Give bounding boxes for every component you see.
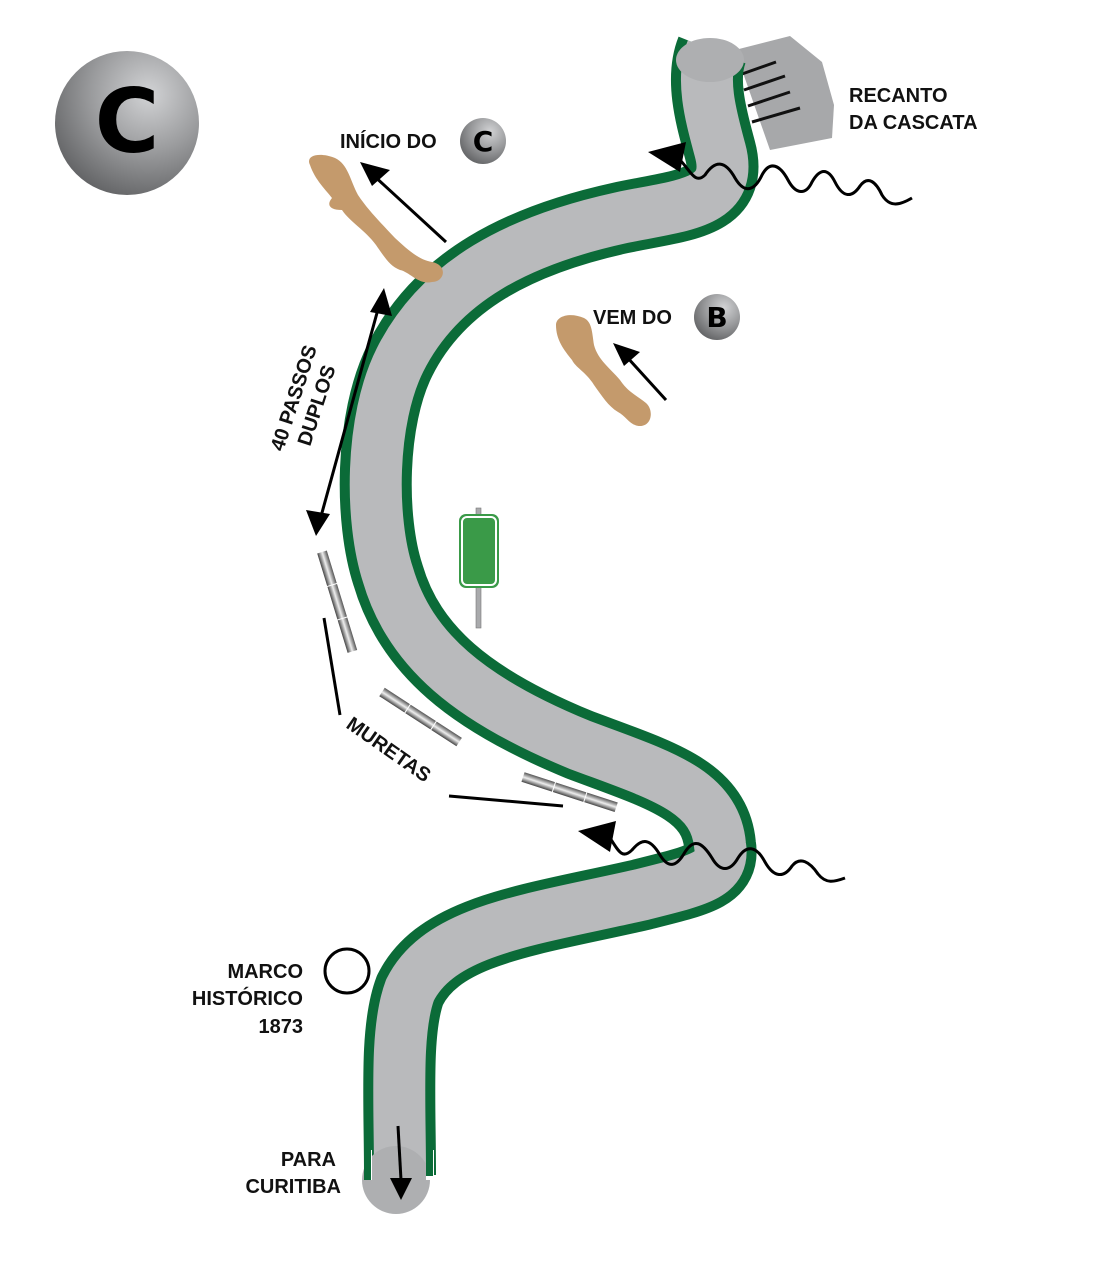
inicio-arrow-icon bbox=[360, 162, 448, 244]
mureta-segment-icon bbox=[317, 550, 337, 586]
mureta-segment-icon bbox=[584, 792, 618, 813]
inicio-badge: C bbox=[460, 118, 506, 164]
para-curitiba-line2: CURITIBA bbox=[245, 1176, 341, 1198]
mureta-segment-icon bbox=[337, 617, 358, 653]
distance-double-arrow-icon bbox=[306, 288, 392, 536]
marco-label-line1: MARCO bbox=[227, 961, 303, 983]
marco-label-line2: HISTÓRICO bbox=[192, 986, 303, 1010]
vem-do-label: VEM DO bbox=[593, 307, 672, 329]
mureta-segment-icon bbox=[327, 584, 347, 620]
inicio-label: INÍCIO DO bbox=[340, 130, 437, 153]
sphere-badge-icon bbox=[460, 118, 506, 164]
mureta-segment-icon bbox=[521, 772, 555, 792]
marco-label-line3: 1873 bbox=[259, 1016, 304, 1038]
mureta-group-1 bbox=[317, 550, 358, 653]
mureta-segment-icon bbox=[552, 782, 587, 802]
vem-do-arrow-icon bbox=[613, 343, 668, 402]
mureta-segment-icon bbox=[431, 721, 462, 747]
trail-lower-icon bbox=[556, 315, 651, 426]
vem-do-badge: B bbox=[694, 294, 740, 340]
cascade-area-icon bbox=[735, 36, 834, 150]
green-road-sign-icon bbox=[459, 507, 499, 629]
recanto-label-line1: RECANTO bbox=[849, 85, 948, 107]
landmark-marker-icon bbox=[323, 947, 371, 995]
vem-do-badge-letter: B bbox=[706, 301, 727, 334]
muretas-leader-line bbox=[322, 617, 342, 716]
sphere-badge-icon bbox=[694, 294, 740, 340]
inicio-badge-letter: C bbox=[473, 125, 494, 158]
road bbox=[339, 36, 759, 1214]
stream-lower-icon bbox=[578, 821, 846, 883]
mureta-segment-icon bbox=[379, 687, 410, 713]
down-arrow-icon bbox=[390, 1125, 412, 1200]
stream-upper-icon bbox=[648, 142, 913, 206]
muretas-leader-line bbox=[448, 794, 564, 808]
muretas-label: MURETAS bbox=[342, 713, 434, 787]
route-badge: C bbox=[55, 51, 199, 195]
mureta-group-3 bbox=[521, 772, 618, 813]
mureta-segment-icon bbox=[405, 704, 436, 730]
sphere-badge-icon bbox=[55, 51, 199, 195]
trail-upper-icon bbox=[309, 154, 443, 283]
para-curitiba-line1: PARA bbox=[281, 1149, 336, 1171]
route-badge-letter: C bbox=[95, 70, 160, 173]
mureta-group-2 bbox=[379, 687, 462, 747]
recanto-label-line2: DA CASCATA bbox=[849, 112, 978, 134]
